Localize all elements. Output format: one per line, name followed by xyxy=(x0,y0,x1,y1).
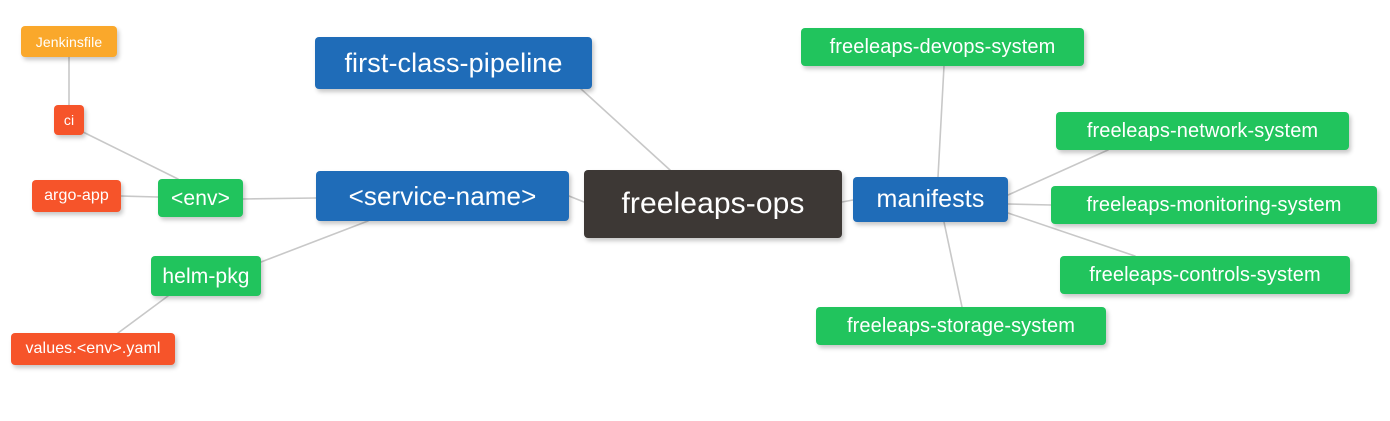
mindmap-node-ci[interactable]: ci xyxy=(54,105,84,135)
mindmap-node-values-env-yaml[interactable]: values.<env>.yaml xyxy=(11,333,175,365)
node-label-freeleaps-monitoring-system: freeleaps-monitoring-system xyxy=(1086,194,1342,216)
node-label-freeleaps-devops-system: freeleaps-devops-system xyxy=(829,36,1056,58)
mindmap-node-jenkinsfile[interactable]: Jenkinsfile xyxy=(21,26,117,57)
mindmap-node-first-class-pipeline[interactable]: first-class-pipeline xyxy=(315,37,592,89)
edge-helm-pkg-to-values-env-yaml xyxy=(117,295,169,334)
edge-manifests-to-freeleaps-storage-system xyxy=(943,221,963,308)
node-label-env: <env> xyxy=(171,186,230,210)
node-label-freeleaps-ops: freeleaps-ops xyxy=(621,187,805,220)
mindmap-node-freeleaps-controls-system[interactable]: freeleaps-controls-system xyxy=(1060,256,1350,294)
node-label-manifests: manifests xyxy=(876,185,985,213)
node-label-service-name: <service-name> xyxy=(348,181,537,211)
edge-service-name-to-freeleaps-ops xyxy=(568,195,585,203)
edge-first-class-pipeline-to-freeleaps-ops xyxy=(579,87,671,171)
node-label-freeleaps-controls-system: freeleaps-controls-system xyxy=(1089,264,1321,286)
mindmap-node-service-name[interactable]: <service-name> xyxy=(316,171,569,221)
node-label-values-env-yaml: values.<env>.yaml xyxy=(25,340,161,357)
mindmap-node-freeleaps-monitoring-system[interactable]: freeleaps-monitoring-system xyxy=(1051,186,1377,224)
edge-ci-to-env xyxy=(82,131,179,180)
node-label-ci: ci xyxy=(63,112,75,128)
edge-service-name-to-helm-pkg xyxy=(260,220,369,263)
node-label-helm-pkg: helm-pkg xyxy=(162,264,250,288)
mindmap-node-freeleaps-network-system[interactable]: freeleaps-network-system xyxy=(1056,112,1349,150)
edge-freeleaps-ops-to-manifests xyxy=(841,199,854,203)
mindmap-node-freeleaps-ops[interactable]: freeleaps-ops xyxy=(584,170,842,238)
mindmap-node-manifests[interactable]: manifests xyxy=(853,177,1008,222)
node-label-argo-app: argo-app xyxy=(44,187,109,204)
edge-env-to-service-name xyxy=(242,197,317,200)
node-label-jenkinsfile: Jenkinsfile xyxy=(35,33,103,50)
node-label-first-class-pipeline: first-class-pipeline xyxy=(344,47,563,78)
mindmap-node-freeleaps-storage-system[interactable]: freeleaps-storage-system xyxy=(816,307,1106,345)
node-label-freeleaps-storage-system: freeleaps-storage-system xyxy=(846,315,1076,337)
mindmap-node-env[interactable]: <env> xyxy=(158,179,243,217)
mindmap-node-helm-pkg[interactable]: helm-pkg xyxy=(151,256,261,296)
mindmap-node-freeleaps-devops-system[interactable]: freeleaps-devops-system xyxy=(801,28,1084,66)
edge-manifests-to-freeleaps-monitoring-system xyxy=(1007,203,1052,206)
edge-argo-app-to-env xyxy=(120,195,159,198)
edge-manifests-to-freeleaps-devops-system xyxy=(937,65,945,178)
node-label-freeleaps-network-system: freeleaps-network-system xyxy=(1086,120,1319,142)
mindmap-node-argo-app[interactable]: argo-app xyxy=(32,180,121,212)
